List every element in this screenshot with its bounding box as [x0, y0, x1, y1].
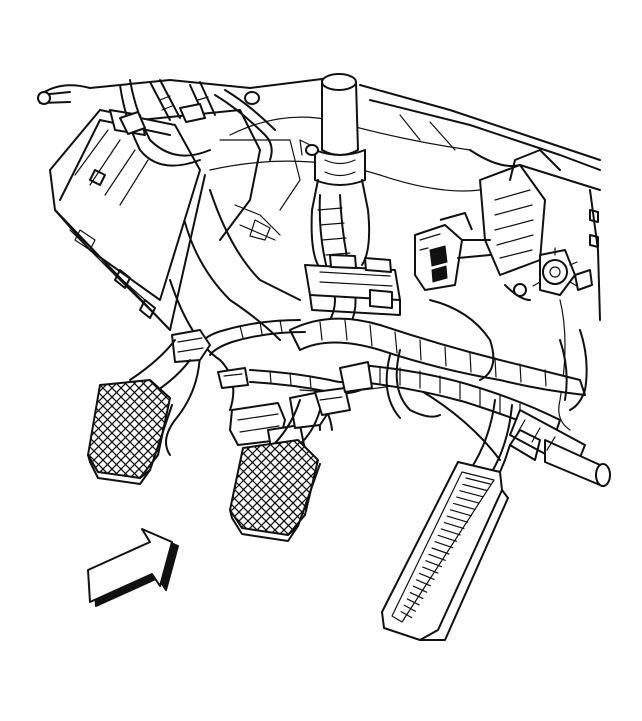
steering-shaft — [509, 409, 611, 487]
instrument-panel-wiring-harness — [199, 194, 588, 436]
body-control-module — [37, 91, 206, 331]
right-side-components — [479, 149, 599, 301]
accelerator-pedal — [381, 444, 511, 641]
harness-connectors — [171, 212, 491, 456]
view-direction-arrow-icon — [87, 528, 179, 607]
steering-column — [299, 73, 371, 266]
upper-harness — [119, 79, 276, 167]
